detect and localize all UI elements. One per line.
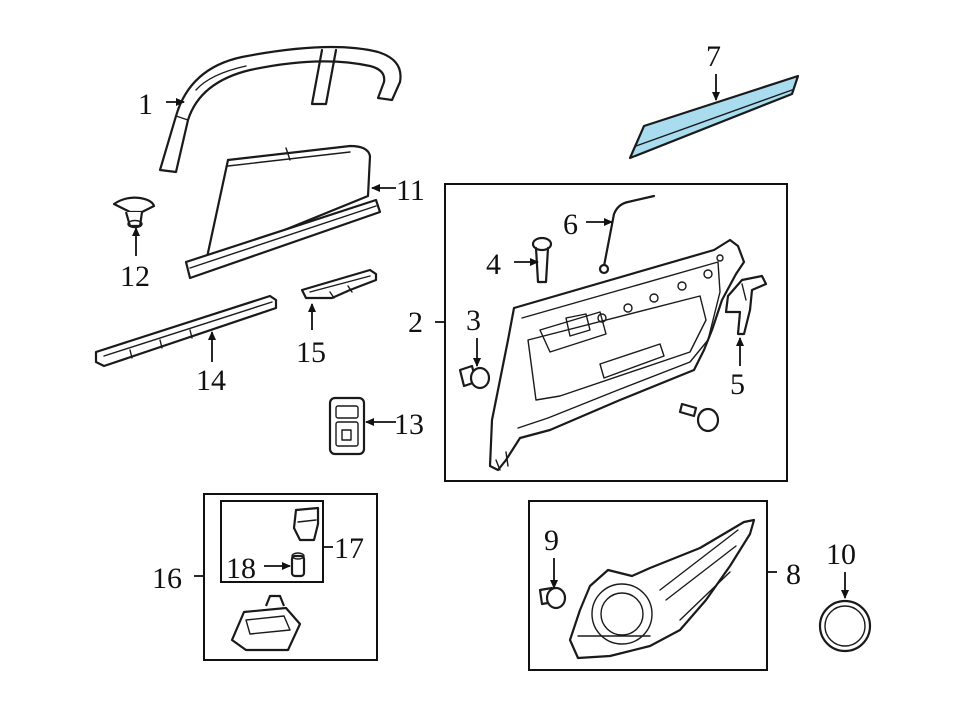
speaker-grille-group-box [528,500,768,671]
bulb-socket-part [292,506,320,542]
callout-6: 6 [563,208,578,241]
bolt-part [531,236,553,284]
window-frame-molding-part [158,45,402,174]
callout-7: 7 [706,40,721,73]
sill-scuff-plate-part [94,294,278,368]
trim-clip-part [300,268,378,300]
window-switch-part [328,396,366,456]
callout-11: 11 [396,174,425,207]
courtesy-lamp-group-box [203,493,378,661]
callout-10: 10 [826,538,856,571]
speaker-grille-panel-part [568,518,756,660]
window-sunshade-part [184,144,382,280]
push-clip-part [112,196,156,229]
callout-13: 13 [394,408,424,441]
callout-14: 14 [196,364,226,397]
callout-4: 4 [486,248,501,281]
callout-18: 18 [226,552,256,585]
bulb-socket-subgroup-box [220,500,324,583]
trim-screw-part [458,364,491,390]
callout-3: 3 [466,304,481,337]
door-trim-group-box [444,183,788,482]
courtesy-lamp-part [230,594,302,652]
bracket-part [724,274,768,336]
door-trim-panel-part [488,238,746,472]
callout-15: 15 [296,336,326,369]
grille-screw-part [538,586,567,610]
bulb-part [290,552,306,578]
callout-1: 1 [138,88,153,121]
callout-2: 2 [408,306,423,339]
callout-17: 17 [334,532,364,565]
release-cable-part [598,194,656,275]
callout-9: 9 [544,524,559,557]
panel-screw-part [678,402,720,433]
callout-5: 5 [730,368,745,401]
callout-16: 16 [152,562,182,595]
belt-molding-part [628,74,800,160]
callout-8: 8 [786,558,801,591]
speaker-trim-ring-part [818,599,872,653]
callout-12: 12 [120,260,150,293]
